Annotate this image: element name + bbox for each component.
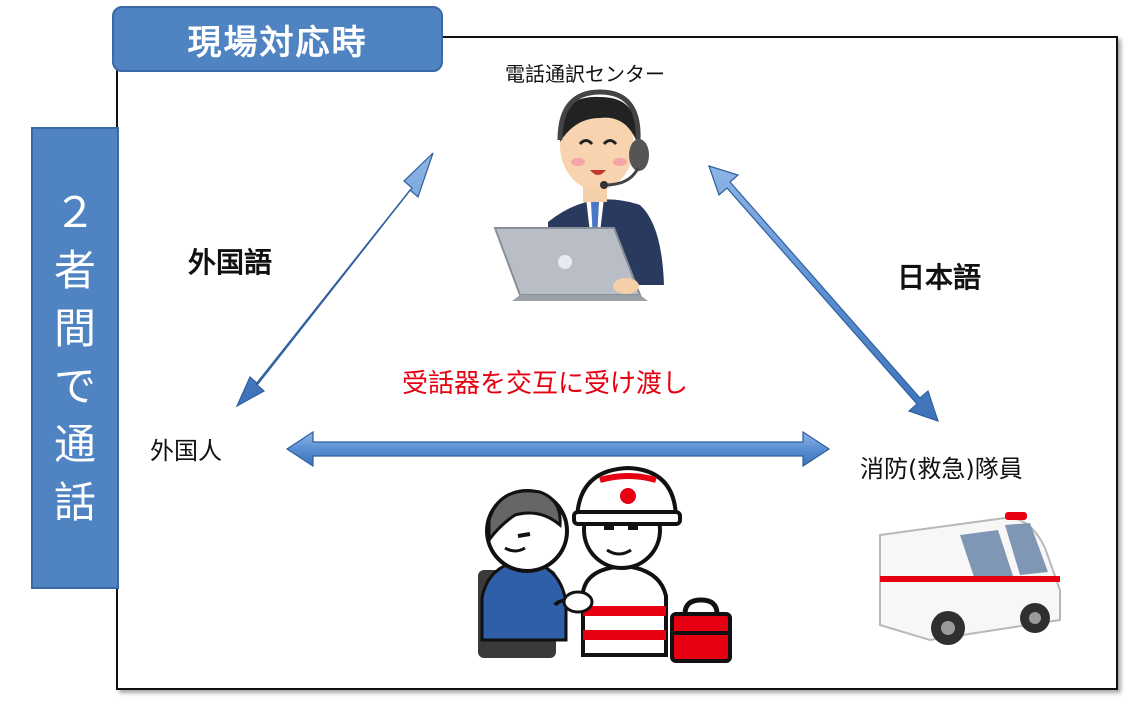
ambulance-icon <box>879 512 1061 645</box>
language-label-left: 外国語 <box>188 246 273 279</box>
paramedic-helping-person-icon <box>478 465 732 663</box>
side-label-char: ２ <box>53 188 96 237</box>
side-label-char: 話 <box>53 478 96 527</box>
side-label: ２ 者 間 で 通 話 <box>31 127 119 589</box>
operator-headset-icon <box>493 89 664 301</box>
side-label-char: で <box>53 362 96 411</box>
side-label-char: 間 <box>53 304 96 353</box>
node-label-left: 外国人 <box>150 437 222 465</box>
right-diagonal-arrow <box>708 165 939 422</box>
handover-note: 受話器を交互に受け渡し <box>402 369 689 399</box>
side-label-char: 者 <box>53 246 96 295</box>
horizontal-arrow <box>285 430 831 468</box>
header-tab: 現場対応時 <box>112 6 443 72</box>
language-label-right: 日本語 <box>897 261 982 294</box>
node-label-center: 電話通訳センター <box>505 62 665 86</box>
node-label-right: 消防(救急)隊員 <box>860 455 1023 483</box>
left-diagonal-arrow <box>235 152 434 408</box>
header-tab-title: 現場対応時 <box>187 22 368 63</box>
side-label-char: 通 <box>53 420 96 469</box>
